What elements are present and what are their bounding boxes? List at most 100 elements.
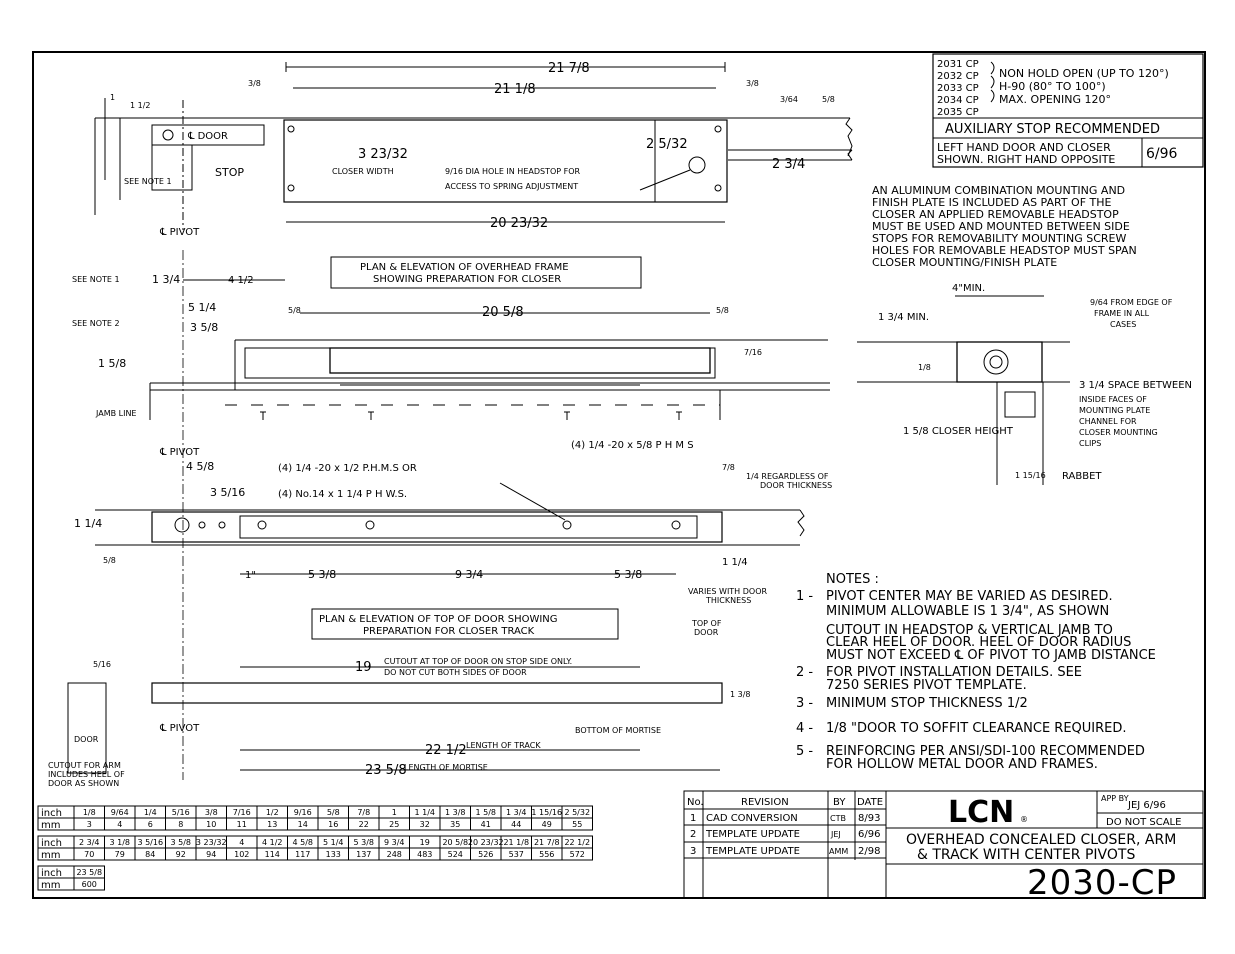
conv-mm-value: 133 bbox=[326, 850, 341, 859]
conv-mm-value: 4 bbox=[117, 820, 122, 829]
svg-text:BOTTOM OF MORTISE: BOTTOM OF MORTISE bbox=[575, 726, 661, 735]
conv-mm-value: 3 bbox=[87, 820, 92, 829]
plate-view: 21 7/8 21 1/8 3/8 3/8 3/64 5/8 1 1 1/2 ℄… bbox=[94, 61, 853, 231]
svg-text:DO NOT SCALE: DO NOT SCALE bbox=[1106, 817, 1181, 828]
svg-text:AN ALUMINUM COMBINATION MOUNTI: AN ALUMINUM COMBINATION MOUNTING AND bbox=[872, 184, 1125, 197]
svg-text:PIVOT CENTER MAY BE VARIED AS: PIVOT CENTER MAY BE VARIED AS DESIRED. bbox=[826, 589, 1113, 604]
dim-5-8: 5/8 bbox=[822, 95, 835, 104]
conv-mm-label: mm bbox=[41, 850, 60, 861]
svg-text:CUTOUT IN HEADSTOP & VERTICAL: CUTOUT IN HEADSTOP & VERTICAL JAMB TO bbox=[826, 623, 1113, 638]
conv-mm-value: 537 bbox=[509, 850, 524, 859]
conv-mm-value: 8 bbox=[178, 820, 183, 829]
svg-text:8/93: 8/93 bbox=[858, 813, 880, 824]
svg-text:FRAME IN ALL: FRAME IN ALL bbox=[1094, 309, 1150, 318]
conv-inch-label: inch bbox=[41, 838, 62, 849]
svg-text:®: ® bbox=[1020, 815, 1028, 824]
svg-text:9/64 FROM EDGE OF: 9/64 FROM EDGE OF bbox=[1090, 298, 1173, 307]
conv-inch-value: 4 bbox=[239, 838, 244, 847]
drawing-title: & TRACK WITH CENTER PIVOTS bbox=[917, 847, 1135, 863]
svg-text:1 1/4: 1 1/4 bbox=[722, 557, 748, 568]
svg-text:7250 SERIES PIVOT TEMPLATE.: 7250 SERIES PIVOT TEMPLATE. bbox=[826, 678, 1027, 693]
svg-text:PLAN & ELEVATION OF OVERHEAD F: PLAN & ELEVATION OF OVERHEAD FRAME bbox=[360, 262, 569, 273]
svg-text:STOPS FOR REMOVABILITY MOUNTI: STOPS FOR REMOVABILITY MOUNTING SCREW bbox=[872, 232, 1126, 245]
frame-title: PLAN & ELEVATION OF OVERHEAD FRAME SHOWI… bbox=[330, 256, 642, 289]
svg-text:5/16: 5/16 bbox=[93, 660, 111, 669]
svg-text:2 -: 2 - bbox=[796, 665, 813, 680]
conv-mm-value: 572 bbox=[570, 850, 585, 859]
svg-text:4 -: 4 - bbox=[796, 721, 813, 736]
conv-mm-value: 248 bbox=[387, 850, 402, 859]
svg-text:DOOR THICKNESS: DOOR THICKNESS bbox=[760, 481, 832, 490]
dim-2-3-4: 2 3/4 bbox=[772, 157, 805, 172]
revision-table: No. REVISION BY DATE 1 CAD CONVERSION CT… bbox=[683, 790, 887, 899]
svg-text:CLOSER AN APPLIED REMOVABLE H: CLOSER AN APPLIED REMOVABLE HEADSTOP bbox=[872, 208, 1119, 221]
svg-text:CUTOUT FOR ARM: CUTOUT FOR ARM bbox=[48, 761, 121, 770]
conv-inch-value: 7/16 bbox=[233, 808, 251, 817]
dim-3-5-8: 3 5/8 bbox=[190, 321, 218, 334]
notes: NOTES : 1 - PIVOT CENTER MAY BE VARIED A… bbox=[796, 572, 1156, 772]
conv-mm-value: 32 bbox=[420, 820, 430, 829]
conv-mm-value: 44 bbox=[511, 820, 521, 829]
conv-mm-value: 55 bbox=[572, 820, 582, 829]
svg-text:DO NOT CUT BOTH SIDES OF DOOR: DO NOT CUT BOTH SIDES OF DOOR bbox=[384, 668, 527, 677]
stop-label: STOP bbox=[215, 166, 244, 179]
conv-inch-value: 3/8 bbox=[205, 808, 218, 817]
svg-text:1 5/8 CLOSER HEIGHT: 1 5/8 CLOSER HEIGHT bbox=[903, 426, 1014, 437]
conv-mm-value: 483 bbox=[417, 850, 432, 859]
svg-text:CLIPS: CLIPS bbox=[1079, 439, 1101, 448]
svg-text:22 1/2: 22 1/2 bbox=[425, 743, 467, 758]
svg-text:1: 1 bbox=[690, 813, 696, 824]
svg-text:CTB: CTB bbox=[830, 814, 846, 823]
conv-mm-value: 11 bbox=[237, 820, 247, 829]
conv-inch-value: 5/16 bbox=[172, 808, 190, 817]
svg-text:TEMPLATE UPDATE: TEMPLATE UPDATE bbox=[705, 829, 800, 840]
svg-text:(4) No.14 x 1 1/4 P H W.S.: (4) No.14 x 1 1/4 P H W.S. bbox=[278, 489, 407, 500]
hole-dim: 2 5/32 bbox=[646, 137, 688, 152]
svg-text:SEE NOTE 1: SEE NOTE 1 bbox=[72, 275, 120, 284]
conv-mm-value: 25 bbox=[389, 820, 399, 829]
svg-text:THICKNESS: THICKNESS bbox=[705, 596, 751, 605]
conv-inch-value: 5/8 bbox=[327, 808, 340, 817]
conv-inch-value: 1/4 bbox=[144, 808, 157, 817]
svg-text:3: 3 bbox=[690, 846, 696, 857]
conv-inch-value: 9 3/4 bbox=[384, 838, 405, 847]
svg-text:1": 1" bbox=[245, 570, 256, 581]
conv-mm-value: 22 bbox=[359, 820, 369, 829]
svg-text:PREPARATION FOR CLOSER TRACK: PREPARATION FOR CLOSER TRACK bbox=[363, 626, 535, 637]
drawing-title: OVERHEAD CONCEALED CLOSER, ARM bbox=[906, 832, 1176, 848]
conv-mm-value: 117 bbox=[295, 850, 310, 859]
dim-holes: 21 1/8 bbox=[494, 82, 536, 97]
svg-text:INSIDE FACES OF: INSIDE FACES OF bbox=[1079, 395, 1147, 404]
conv-mm-value: 102 bbox=[234, 850, 249, 859]
svg-text:FOR PIVOT INSTALLATION DETAILS: FOR PIVOT INSTALLATION DETAILS. SEE bbox=[826, 665, 1082, 680]
hand-note: LEFT HAND DOOR AND CLOSER bbox=[937, 141, 1111, 154]
svg-text:7/8: 7/8 bbox=[722, 463, 735, 472]
conv-inch-value: 5 1/4 bbox=[323, 838, 344, 847]
svg-text:4 5/8: 4 5/8 bbox=[186, 460, 214, 473]
svg-text:3 1/4 SPACE BETWEEN: 3 1/4 SPACE BETWEEN bbox=[1079, 380, 1192, 391]
conv-mm-value: 137 bbox=[356, 850, 371, 859]
conv-inch-value: 3 23/32 bbox=[196, 838, 227, 847]
hand-date: 6/96 bbox=[1146, 146, 1178, 162]
conv-mm-label: mm bbox=[41, 820, 60, 831]
pivot-label: ℄ PIVOT bbox=[159, 227, 200, 238]
svg-text:7/16: 7/16 bbox=[744, 348, 762, 357]
conv-mm-value: 92 bbox=[176, 850, 186, 859]
hole-note: ACCESS TO SPRING ADJUSTMENT bbox=[445, 182, 578, 191]
svg-text:1 3/8: 1 3/8 bbox=[730, 690, 751, 699]
model-code: 2033 CP bbox=[937, 83, 979, 94]
svg-text:6/96: 6/96 bbox=[858, 829, 880, 840]
door-title: PLAN & ELEVATION OF TOP OF DOOR SHOWING … bbox=[311, 608, 619, 640]
svg-text:SHOWING PREPARATION FOR CLOSER: SHOWING PREPARATION FOR CLOSER bbox=[373, 274, 561, 285]
svg-text:REINFORCING PER ANSI/SDI-100 R: REINFORCING PER ANSI/SDI-100 RECOMMENDED bbox=[826, 744, 1145, 759]
model-desc: NON HOLD OPEN (UP TO 120°) bbox=[999, 67, 1169, 80]
aux-stop-note: AUXILIARY STOP RECOMMENDED bbox=[945, 122, 1160, 137]
svg-text:5 3/8: 5 3/8 bbox=[614, 568, 642, 581]
conv-mm-value: 70 bbox=[84, 850, 94, 859]
svg-text:JEJ 6/96: JEJ 6/96 bbox=[1127, 800, 1166, 811]
conv-mm-value: 41 bbox=[481, 820, 491, 829]
model-code: 2035 CP bbox=[937, 107, 979, 118]
conv-inch-value: 4 5/8 bbox=[292, 838, 313, 847]
svg-text:TEMPLATE UPDATE: TEMPLATE UPDATE bbox=[705, 846, 800, 857]
